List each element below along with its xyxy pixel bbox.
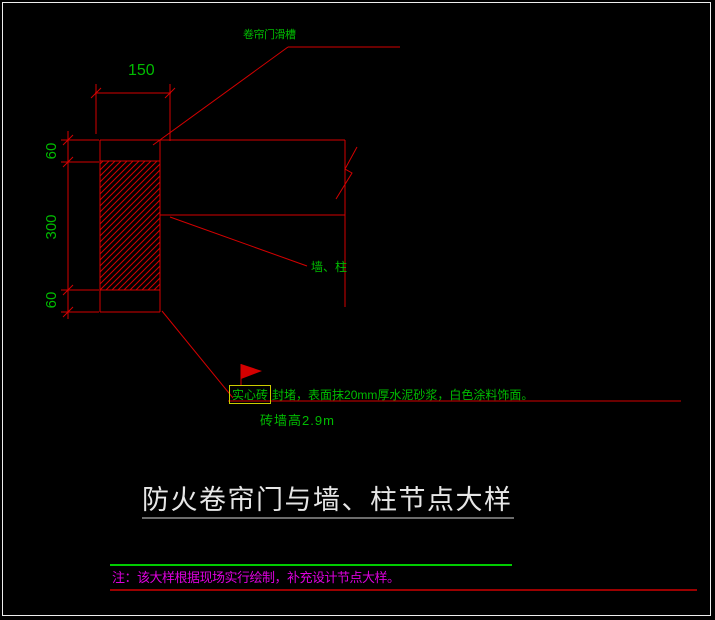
- brick-callout: 实心砖 封堵，表面抹20mm厚水泥砂浆，白色涂料饰面。: [229, 385, 533, 404]
- callout-text: 封堵，表面抹20mm厚水泥砂浆，白色涂料饰面。: [272, 388, 534, 402]
- wall-height-label: 砖墙高2.9m: [260, 413, 335, 428]
- wall-hatch: [99, 160, 161, 291]
- highlight-box: 实心砖: [229, 385, 272, 404]
- bottom-note: 注：该大样根据现场实行绘制，补充设计节点大样。: [112, 570, 400, 585]
- slide-groove-label: 卷帘门滑槽: [243, 29, 296, 41]
- dimension-left-column: [61, 131, 99, 319]
- dimension-60-bottom-text: 60: [43, 291, 60, 309]
- dimension-300-text: 300: [43, 214, 60, 240]
- leader-callout: [161, 310, 681, 402]
- dimension-150-text: 150: [128, 62, 155, 79]
- drawing-title: 防火卷帘门与墙、柱节点大样: [142, 485, 513, 515]
- dimension-150: [90, 84, 176, 141]
- dimension-60-top-text: 60: [43, 142, 60, 160]
- leader-slide-groove: [152, 46, 400, 146]
- break-symbol: [335, 146, 358, 200]
- leader-wall-column: [169, 216, 308, 267]
- wall-column-label: 墙、柱: [311, 260, 348, 274]
- flag-marker-icon: [240, 364, 262, 385]
